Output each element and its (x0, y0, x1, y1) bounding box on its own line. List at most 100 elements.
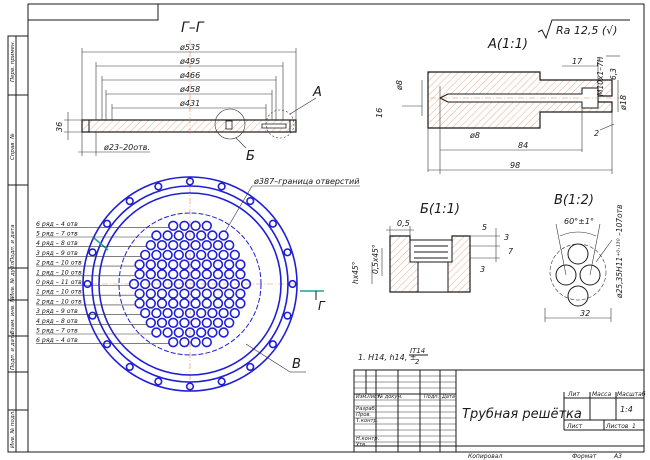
tube-hole (145, 317, 157, 328)
row-label: 5 ряд – 7 отв (36, 327, 78, 334)
tube-hole (224, 288, 235, 299)
detail-v-view: В(1:2) 60°±1° ø25,35Н11⁺⁰·¹³⁰ –107отв 32 (544, 193, 624, 322)
tube-hole (179, 317, 190, 328)
plan-view: ø387–граница отверстий В Г 6 ряд – 4 отв… (36, 176, 360, 392)
tube-hole (151, 307, 162, 319)
tube-hole (168, 288, 179, 299)
tube-hole (201, 337, 213, 348)
bolt-hole (88, 248, 97, 257)
row-label: 3 ряд – 9 отв (36, 250, 78, 257)
dim-a-l17: 17 (572, 57, 583, 66)
part-name: Трубная решётка (462, 407, 582, 422)
tube-hole (190, 269, 201, 280)
dim-a-d8-bottom: ø8 (469, 131, 480, 140)
tube-hole (201, 240, 213, 251)
tube-hole (168, 220, 179, 232)
tube-hole (207, 307, 218, 319)
dim-d495: ø495 (179, 57, 200, 66)
tube-hole (179, 288, 190, 299)
tube-hole (173, 278, 185, 290)
tube-hole (190, 317, 201, 328)
tube-hole (190, 220, 201, 232)
dim-b-w05: 0,5 (397, 219, 410, 228)
tube-hole (218, 230, 229, 241)
stamp-label-2: Справ. № (10, 133, 16, 160)
tube-hole (162, 249, 173, 261)
detail-a-view: А(1:1) Ra 12,5 (√) ø8 16 ø8 84 98 (375, 19, 630, 174)
cols-list: Лист (366, 394, 381, 400)
tube-hole (173, 307, 185, 319)
dim-a-d16: 16 (375, 108, 384, 118)
tube-hole (184, 249, 196, 261)
stamp-label-1: Перв. примен. (10, 40, 16, 82)
row-label: 4 ряд – 8 отв (36, 240, 78, 247)
tube-hole (196, 307, 207, 319)
tube-hole (140, 249, 151, 261)
tube-hole (229, 249, 241, 261)
bolt-hole (154, 377, 163, 386)
technical-notes: 1. Н14, h14, ± IT14 2 (358, 347, 428, 366)
tube-hole (168, 337, 179, 348)
copied-label: Копировал (468, 453, 502, 460)
dim-a-l84: 84 (518, 141, 528, 150)
note-line-1: 1. Н14, h14, ± (358, 353, 417, 362)
dim-a-d8-top: ø8 (395, 80, 404, 91)
tube-hole (156, 240, 168, 251)
detail-b-title: Б(1:1) (420, 202, 460, 217)
tube-hole (190, 288, 201, 299)
row-label: 2 ряд – 10 отв (36, 260, 82, 267)
row-label: 3 ряд – 9 отв (36, 308, 78, 315)
tube-hole (218, 327, 229, 338)
tube-hole (224, 298, 235, 309)
dim-b-d7: 7 (508, 247, 514, 256)
tube-hole (168, 269, 179, 280)
tube-hole (168, 259, 179, 270)
tube-hole (140, 278, 151, 290)
role-prov: Пров. (356, 412, 371, 418)
bolt-hole (268, 340, 278, 349)
tube-hole (207, 278, 218, 290)
bolt-hole (246, 196, 255, 206)
tube-hole (184, 307, 196, 319)
detail-a-title: А(1:1) (487, 37, 528, 52)
tube-hole (201, 288, 213, 299)
tube-hole (235, 259, 246, 270)
top-left-box (27, 3, 159, 21)
tube-hole (156, 259, 168, 270)
tube-hole (224, 240, 235, 251)
tube-hole (201, 259, 213, 270)
bolt-hole (217, 182, 226, 191)
tube-hole (212, 269, 224, 280)
row-labels: 6 ряд – 4 отв 5 ряд – 7 отв 4 ряд – 8 отв 3… (36, 221, 170, 344)
tube-hole (179, 240, 190, 251)
dim-d466: ø466 (179, 71, 200, 80)
tube-hole (190, 240, 201, 251)
stamp-label-7: Инв. № подл. (10, 410, 16, 448)
dim-a-thread: M10x1–7H (596, 56, 605, 96)
row-label: 1 ряд – 10 отв (36, 269, 82, 276)
tube-hole (145, 288, 157, 299)
tube-hole (179, 259, 190, 270)
tube-hole (207, 327, 218, 338)
tube-hole (156, 298, 168, 309)
callout-a: А (312, 85, 322, 100)
row-label: 6 ряд – 4 отв (36, 337, 78, 344)
dim-a-h63: 6,3 (609, 68, 618, 80)
boundary-label: ø387–граница отверстий (253, 177, 359, 186)
dim-a-l98: 98 (510, 161, 520, 170)
tube-hole (212, 317, 224, 328)
tube-hole (168, 317, 179, 328)
section-gg-view: Г–Г (55, 20, 322, 164)
tube-hole (184, 230, 196, 241)
tube-hole (162, 278, 173, 290)
bolt-hole (217, 377, 226, 386)
detail-b-view: Б(1:1) 0,5 0,5x45° hx45° 5 3 7 3 (351, 202, 514, 293)
tube-hole (201, 317, 213, 328)
dim-a-d18: ø18 (619, 95, 628, 111)
bolt-hole (102, 340, 112, 349)
hdr-scale: Масштаб (617, 391, 646, 398)
row-label: 6 ряд – 4 отв (36, 221, 78, 228)
section-mark: Г (318, 299, 326, 313)
format-label: Формат (572, 453, 597, 460)
